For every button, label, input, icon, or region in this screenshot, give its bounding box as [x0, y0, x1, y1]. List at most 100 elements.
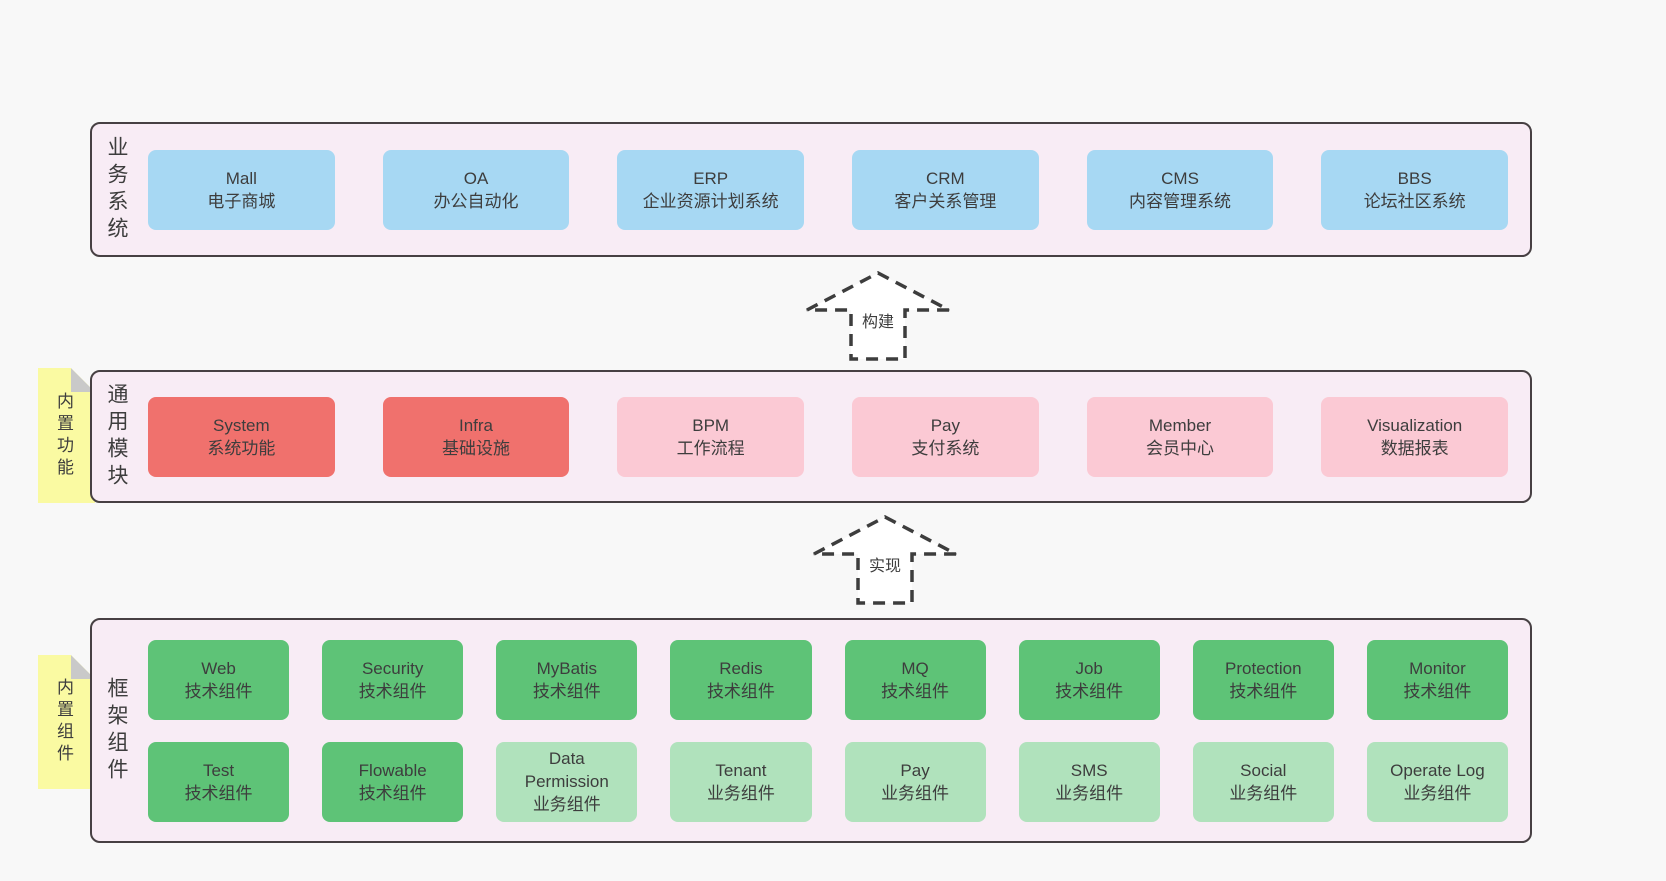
module-title: BPM: [692, 415, 730, 435]
module-box-oa: OA 办公自动化: [382, 149, 570, 230]
module-title: Web: [201, 658, 236, 678]
module-title: Infra: [458, 415, 494, 435]
module-subtitle: 数据报表: [1380, 438, 1449, 458]
module-title: Monitor: [1409, 658, 1466, 678]
module-title: Member: [1148, 415, 1212, 435]
module-subtitle: 业务组件: [532, 795, 601, 814]
module-box-monitor: Monitor 技术组件: [1366, 639, 1508, 720]
arrow-label: 实现: [865, 556, 905, 578]
module-box-visualization: Visualization 数据报表: [1321, 396, 1509, 477]
module-title: Job: [1075, 658, 1103, 678]
module-subtitle: 技术组件: [358, 681, 427, 701]
module-title: Data Permission: [524, 749, 609, 791]
module-box-system: System 系统功能: [148, 396, 335, 477]
band-business-systems: 业务系统 Mall 电子商城 OA 办公自动化 ERP 企业资源计划系统 CRM 客户关系管理…: [90, 122, 1532, 257]
module-title: Redis: [719, 658, 763, 678]
build-arrow: 构建: [803, 270, 953, 362]
module-subtitle: 技术组件: [706, 681, 775, 701]
module-title: Tenant: [715, 760, 767, 780]
band-content: System 系统功能 Infra 基础设施 BPM 工作流程 Pay 支付系统 Member 会…: [148, 372, 1509, 501]
module-box-crm: CRM 客户关系管理: [852, 149, 1039, 230]
module-subtitle: 办公自动化: [433, 191, 519, 211]
module-title: Pay: [900, 760, 930, 780]
module-title: Social: [1240, 760, 1287, 780]
module-title: Visualization: [1367, 415, 1463, 435]
module-box-cms: CMS 内容管理系统: [1086, 149, 1274, 230]
module-subtitle: 系统功能: [207, 438, 276, 458]
module-title: MyBatis: [536, 658, 598, 678]
module-subtitle: 内容管理系统: [1129, 191, 1232, 211]
implement-arrow: 实现: [810, 514, 960, 606]
module-box-infra: Infra 基础设施: [382, 396, 570, 477]
module-box-operate-log: Operate Log 业务组件: [1366, 741, 1508, 822]
module-title: Test: [202, 760, 235, 780]
module-title: Flowable: [358, 760, 427, 780]
module-title: System: [212, 415, 270, 435]
module-subtitle: 技术组件: [184, 681, 253, 701]
band-label-business-systems: 业务系统: [105, 135, 128, 244]
module-subtitle: 技术组件: [184, 783, 253, 803]
module-subtitle: 技术组件: [1229, 681, 1298, 701]
module-subtitle: 电子商城: [207, 191, 276, 211]
module-title: Protection: [1225, 658, 1302, 678]
module-title: CRM: [925, 168, 965, 188]
module-box-pay: Pay 业务组件: [844, 741, 986, 822]
sticky-note-builtin-components: 内置组件: [38, 655, 95, 789]
module-subtitle: 支付系统: [911, 438, 980, 458]
sticky-note-label: 内置功能: [54, 391, 73, 480]
module-subtitle: 技术组件: [1055, 681, 1124, 701]
module-box-bpm: BPM 工作流程: [617, 396, 805, 477]
module-box-tenant: Tenant 业务组件: [670, 741, 812, 822]
module-title: Mall: [225, 168, 257, 188]
module-box-pay: Pay 支付系统: [852, 396, 1039, 477]
module-box-mall: Mall 电子商城: [148, 149, 335, 230]
module-box-mybatis: MyBatis 技术组件: [496, 639, 638, 720]
module-box-member: Member 会员中心: [1086, 396, 1274, 477]
band-label-framework-components: 框架组件: [105, 676, 128, 785]
module-row: System 系统功能 Infra 基础设施 BPM 工作流程 Pay 支付系统 Member 会…: [148, 396, 1509, 477]
module-box-erp: ERP 企业资源计划系统: [617, 149, 805, 230]
band-common-modules: 通用模块 System 系统功能 Infra 基础设施 BPM 工作流程 Pay 支付系统 Me…: [90, 370, 1532, 503]
module-subtitle: 基础设施: [442, 438, 510, 458]
module-subtitle: 企业资源计划系统: [642, 191, 779, 211]
module-subtitle: 工作流程: [676, 438, 745, 458]
band-label-common-modules: 通用模块: [105, 382, 128, 491]
module-row: Mall 电子商城 OA 办公自动化 ERP 企业资源计划系统 CRM 客户关系管理 CMS 内容…: [148, 149, 1509, 230]
module-box-flowable: Flowable 技术组件: [322, 741, 464, 822]
module-subtitle: 技术组件: [1403, 681, 1472, 701]
module-subtitle: 业务组件: [1229, 783, 1298, 803]
module-box-web: Web 技术组件: [148, 639, 290, 720]
module-subtitle: 业务组件: [1403, 783, 1472, 803]
sticky-note-builtin-features: 内置功能: [38, 368, 95, 503]
module-title: Operate Log: [1390, 760, 1485, 780]
module-subtitle: 技术组件: [358, 783, 427, 803]
module-box-mq: MQ 技术组件: [844, 639, 986, 720]
module-box-job: Job 技术组件: [1018, 639, 1160, 720]
module-title: Pay: [930, 415, 960, 435]
module-subtitle: 业务组件: [881, 783, 950, 803]
module-title: CMS: [1161, 168, 1199, 188]
module-title: ERP: [693, 168, 729, 188]
module-subtitle: 客户关系管理: [894, 191, 997, 211]
module-subtitle: 论坛社区系统: [1363, 191, 1466, 211]
module-subtitle: 业务组件: [706, 783, 775, 803]
module-title: MQ: [901, 658, 929, 678]
module-box-social: Social 业务组件: [1192, 741, 1334, 822]
sticky-note-label: 内置组件: [54, 678, 73, 766]
module-title: SMS: [1070, 760, 1108, 780]
module-box-test: Test 技术组件: [148, 741, 290, 822]
module-subtitle: 技术组件: [881, 681, 950, 701]
module-subtitle: 会员中心: [1146, 438, 1215, 458]
band-content: Mall 电子商城 OA 办公自动化 ERP 企业资源计划系统 CRM 客户关系管理 CMS 内容…: [148, 124, 1509, 255]
arrow-label: 构建: [858, 312, 898, 334]
module-subtitle: 技术组件: [532, 681, 601, 701]
module-title: OA: [463, 168, 489, 188]
